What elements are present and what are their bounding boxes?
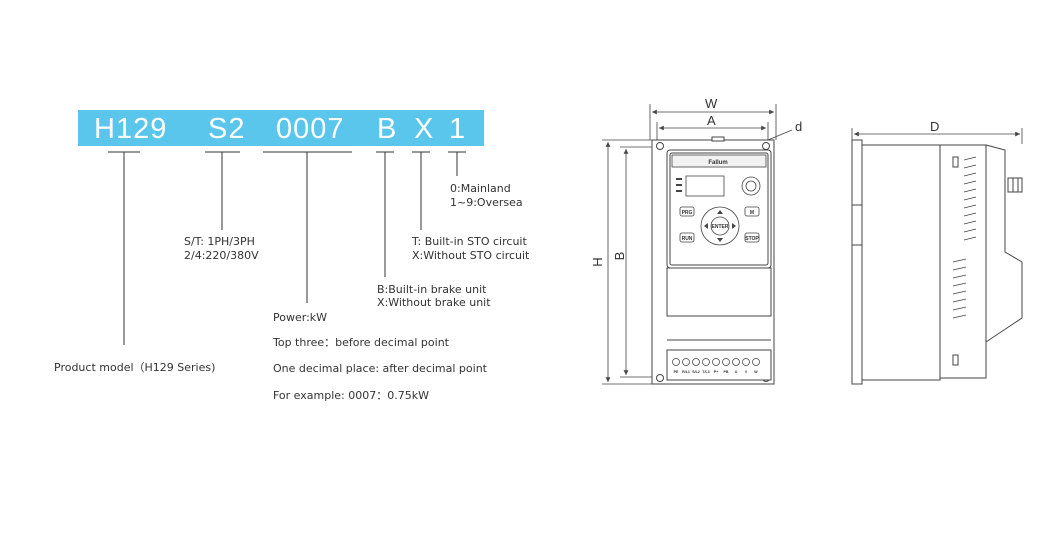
label-brake-1: B:Built-in brake unit xyxy=(377,283,487,296)
terminal-r: R/L1 xyxy=(682,370,690,374)
label-voltage-1: S/T: 1PH/3PH xyxy=(184,235,255,248)
code-power: 0007 xyxy=(276,113,345,145)
terminal-p: P+ xyxy=(714,370,719,374)
label-power-3: One decimal place: after decimal point xyxy=(273,362,487,375)
label-brake-2: X:Without brake unit xyxy=(377,296,491,309)
label-sto-1: T: Built-in STO circuit xyxy=(412,235,527,248)
terminal-pe: PE xyxy=(674,370,679,374)
key-stop: STOP xyxy=(745,236,759,242)
code-sto: X xyxy=(414,113,435,145)
dim-a: A xyxy=(707,113,716,128)
dim-w: W xyxy=(705,96,718,111)
dim-d: d xyxy=(795,119,802,134)
label-region-1: 0:Mainland xyxy=(450,182,511,195)
label-power-4: For example: 0007：0.75kW xyxy=(273,389,429,402)
key-run: RUN xyxy=(682,236,693,242)
model-code-bar xyxy=(78,110,484,146)
terminal-u: U xyxy=(735,370,738,374)
label-power-2: Top three：before decimal point xyxy=(273,336,449,349)
key-prg: PRG xyxy=(682,210,693,216)
dim-h: H xyxy=(590,257,605,266)
label-region-2: 1~9:Oversea xyxy=(450,196,523,209)
brand-logo: Fallum xyxy=(708,160,727,166)
key-enter: ENTER xyxy=(712,224,729,230)
code-voltage: S2 xyxy=(208,113,246,145)
dim-b: B xyxy=(612,252,627,261)
label-voltage-2: 2/4:220/380V xyxy=(184,249,259,262)
code-region: 1 xyxy=(449,113,467,145)
terminal-v: V xyxy=(745,370,748,374)
terminal-pb: PB xyxy=(724,370,729,374)
label-sto-2: X:Without STO circuit xyxy=(412,249,530,262)
terminal-t: T/L3 xyxy=(702,370,709,374)
label-product-model: Product model（H129 Series) xyxy=(54,361,216,374)
code-brake: B xyxy=(377,113,398,145)
terminal-w: W xyxy=(754,370,758,374)
label-power-1: Power:kW xyxy=(273,311,328,324)
key-m: M xyxy=(750,210,754,216)
code-series: H129 xyxy=(94,113,168,145)
dim-depth: D xyxy=(930,119,939,134)
terminal-s: S/L2 xyxy=(692,370,700,374)
